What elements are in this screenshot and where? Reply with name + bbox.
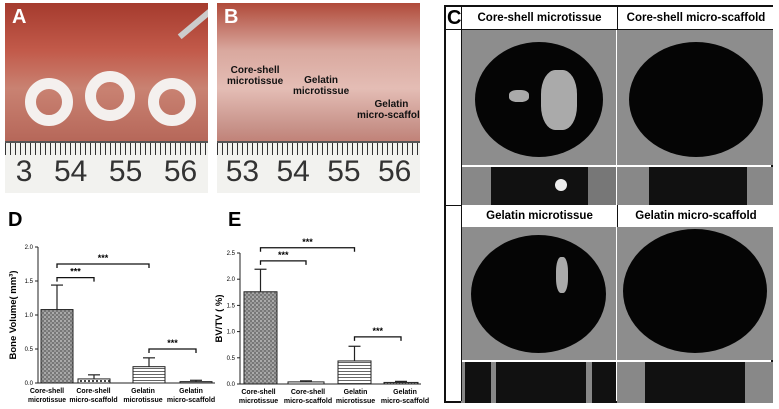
x-tick-label: microtissue [239,398,278,405]
microct-image [461,227,616,360]
y-tick-label: 2.0 [25,245,34,251]
bar [179,381,213,384]
x-tick-label: Core-shell [291,389,325,396]
forceps [177,8,208,40]
x-tick-label: Core-shell [241,389,275,396]
bar [337,360,372,385]
y-tick-label: 2.5 [227,251,236,257]
y-tick-label: 0.0 [25,381,34,387]
ruler-label: 3 [15,155,33,188]
significance-bracket [259,247,356,252]
bar [383,381,419,385]
label-gelatin-micro-scaffold: Gelatin micro-scaffold [357,99,420,121]
ruler: 53 54 55 56 [217,141,420,193]
header-gelatin-microtissue: Gelatin microtissue [461,205,617,227]
scaffold-ring [25,78,73,126]
label-gelatin-microtissue: Gelatin microtissue [293,75,350,97]
y-tick-label: 1.5 [227,303,236,309]
x-tick-label: Gelatin [393,389,417,396]
x-tick-label: Gelatin [344,389,368,396]
y-tick-label: 0.0 [227,382,236,388]
ruler-label: 55 [108,155,143,188]
y-tick-label: 1.5 [25,279,34,285]
microct-image [617,30,773,165]
microct-side-view [617,362,773,403]
panel-b-photo: Core-shell microtissue Gelatin microtiss… [217,3,420,193]
bar [77,378,111,384]
panel-letter-e: E [228,209,241,231]
panel-letter-d: D [8,209,22,231]
x-tick-label: micro-scaffold [69,397,117,404]
y-axis-label: BV/TV ( %) [214,294,225,342]
significance-bracket [56,276,95,282]
panel-letter-b: B [224,6,239,28]
x-tick-label: microtissue [336,398,375,405]
x-tick-label: Gelatin [179,388,203,395]
significance-bracket [148,348,197,353]
x-tick-label: micro-scaffold [284,398,332,405]
panel-c: C Core-shell microtissue Core-shell micr… [444,5,774,403]
y-tick-label: 0.5 [25,347,34,353]
ruler-label: 54 [54,155,88,188]
y-tick-label: 2.0 [227,277,236,283]
significance-label: *** [98,253,109,263]
ruler-label: 54 [276,155,310,188]
y-tick-label: 0.5 [227,356,236,362]
header-core-shell-microtissue: Core-shell microtissue [461,7,617,29]
x-tick-label: microtissue [28,397,66,404]
significance-bracket [56,263,150,268]
x-tick-label: Gelatin [131,388,155,395]
bar [40,309,74,384]
bar [287,381,325,385]
microct-side-view [617,167,773,205]
header-core-shell-micro-scaffold: Core-shell micro-scaffold [617,7,774,29]
y-tick-label: 1.0 [25,313,34,319]
microct-side-view [461,362,616,403]
significance-label: *** [70,267,81,277]
label-core-shell-microtissue: Core-shell microtissue [227,65,284,87]
panel-a-photo: 3 54 55 56 A [5,3,208,193]
scaffold-ring [148,78,196,126]
significance-bracket [259,260,307,265]
ruler: 3 54 55 56 [5,141,208,193]
x-tick-label: Core-shell [76,388,110,395]
bar [132,366,166,384]
ruler-label: 56 [377,155,412,188]
significance-label: *** [302,237,313,247]
scaffold-ring [85,71,135,121]
bar [243,291,278,385]
microct-image [617,227,773,360]
ruler-label: 55 [327,155,361,188]
microct-side-view [461,167,616,205]
significance-label: *** [278,250,289,260]
chart-e: 0.0 0.5 1.0 1.5 2.0 2.5BV/TV ( %) Core-shell mi… [214,237,429,405]
panel-letter-c: C [447,7,462,29]
y-axis-label: Bone Volume( mm³) [8,270,19,359]
y-tick-label: 1.0 [227,330,236,336]
ruler-label: 56 [163,155,198,188]
x-tick-label: micro-scaffold [381,398,429,405]
header-gelatin-micro-scaffold: Gelatin micro-scaffold [617,205,774,227]
x-tick-label: micro-scaffold [167,397,215,404]
significance-bracket [353,336,402,341]
microct-image [461,30,616,165]
significance-label: *** [167,338,178,348]
x-tick-label: microtissue [123,397,162,404]
panel-letter-a: A [12,6,27,28]
x-tick-label: Core-shell [30,388,64,395]
significance-label: *** [372,326,383,336]
ruler-label: 53 [225,155,260,188]
